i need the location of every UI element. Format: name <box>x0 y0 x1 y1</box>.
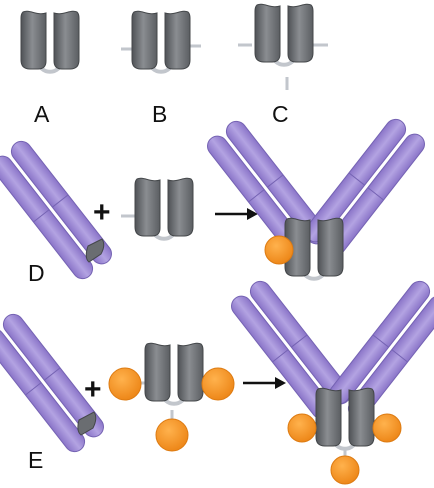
label-c: C <box>272 101 289 127</box>
payload-circle-left <box>287 413 317 443</box>
payload-circle-right <box>372 413 402 443</box>
payload-circle-left <box>108 367 142 401</box>
arm-fragment-e <box>0 309 109 457</box>
reaction-arrow-d <box>215 208 258 220</box>
fragment-tip <box>85 238 105 263</box>
label-e: E <box>28 447 43 473</box>
scaffold-c <box>238 2 328 90</box>
plus-sign-d: + <box>93 196 111 229</box>
label-d: D <box>28 260 45 286</box>
payload-circle-bottom <box>155 418 189 452</box>
payload-circle <box>264 235 294 265</box>
arm-fragment-d <box>0 136 117 284</box>
scaffold-e <box>108 341 235 452</box>
payload-circle-right <box>201 367 235 401</box>
label-b: B <box>152 101 167 127</box>
scaffold-d <box>121 176 195 241</box>
label-a: A <box>34 101 50 127</box>
reaction-arrow-e <box>243 377 286 389</box>
assembled-antibody-e <box>226 276 434 485</box>
assembled-antibody-d <box>202 114 430 281</box>
payload-circle-bottom <box>330 455 360 485</box>
scaffold-b <box>121 9 201 74</box>
fragment-tip <box>77 411 97 436</box>
scaffold-a <box>19 9 81 74</box>
plus-sign-e: + <box>84 373 102 406</box>
